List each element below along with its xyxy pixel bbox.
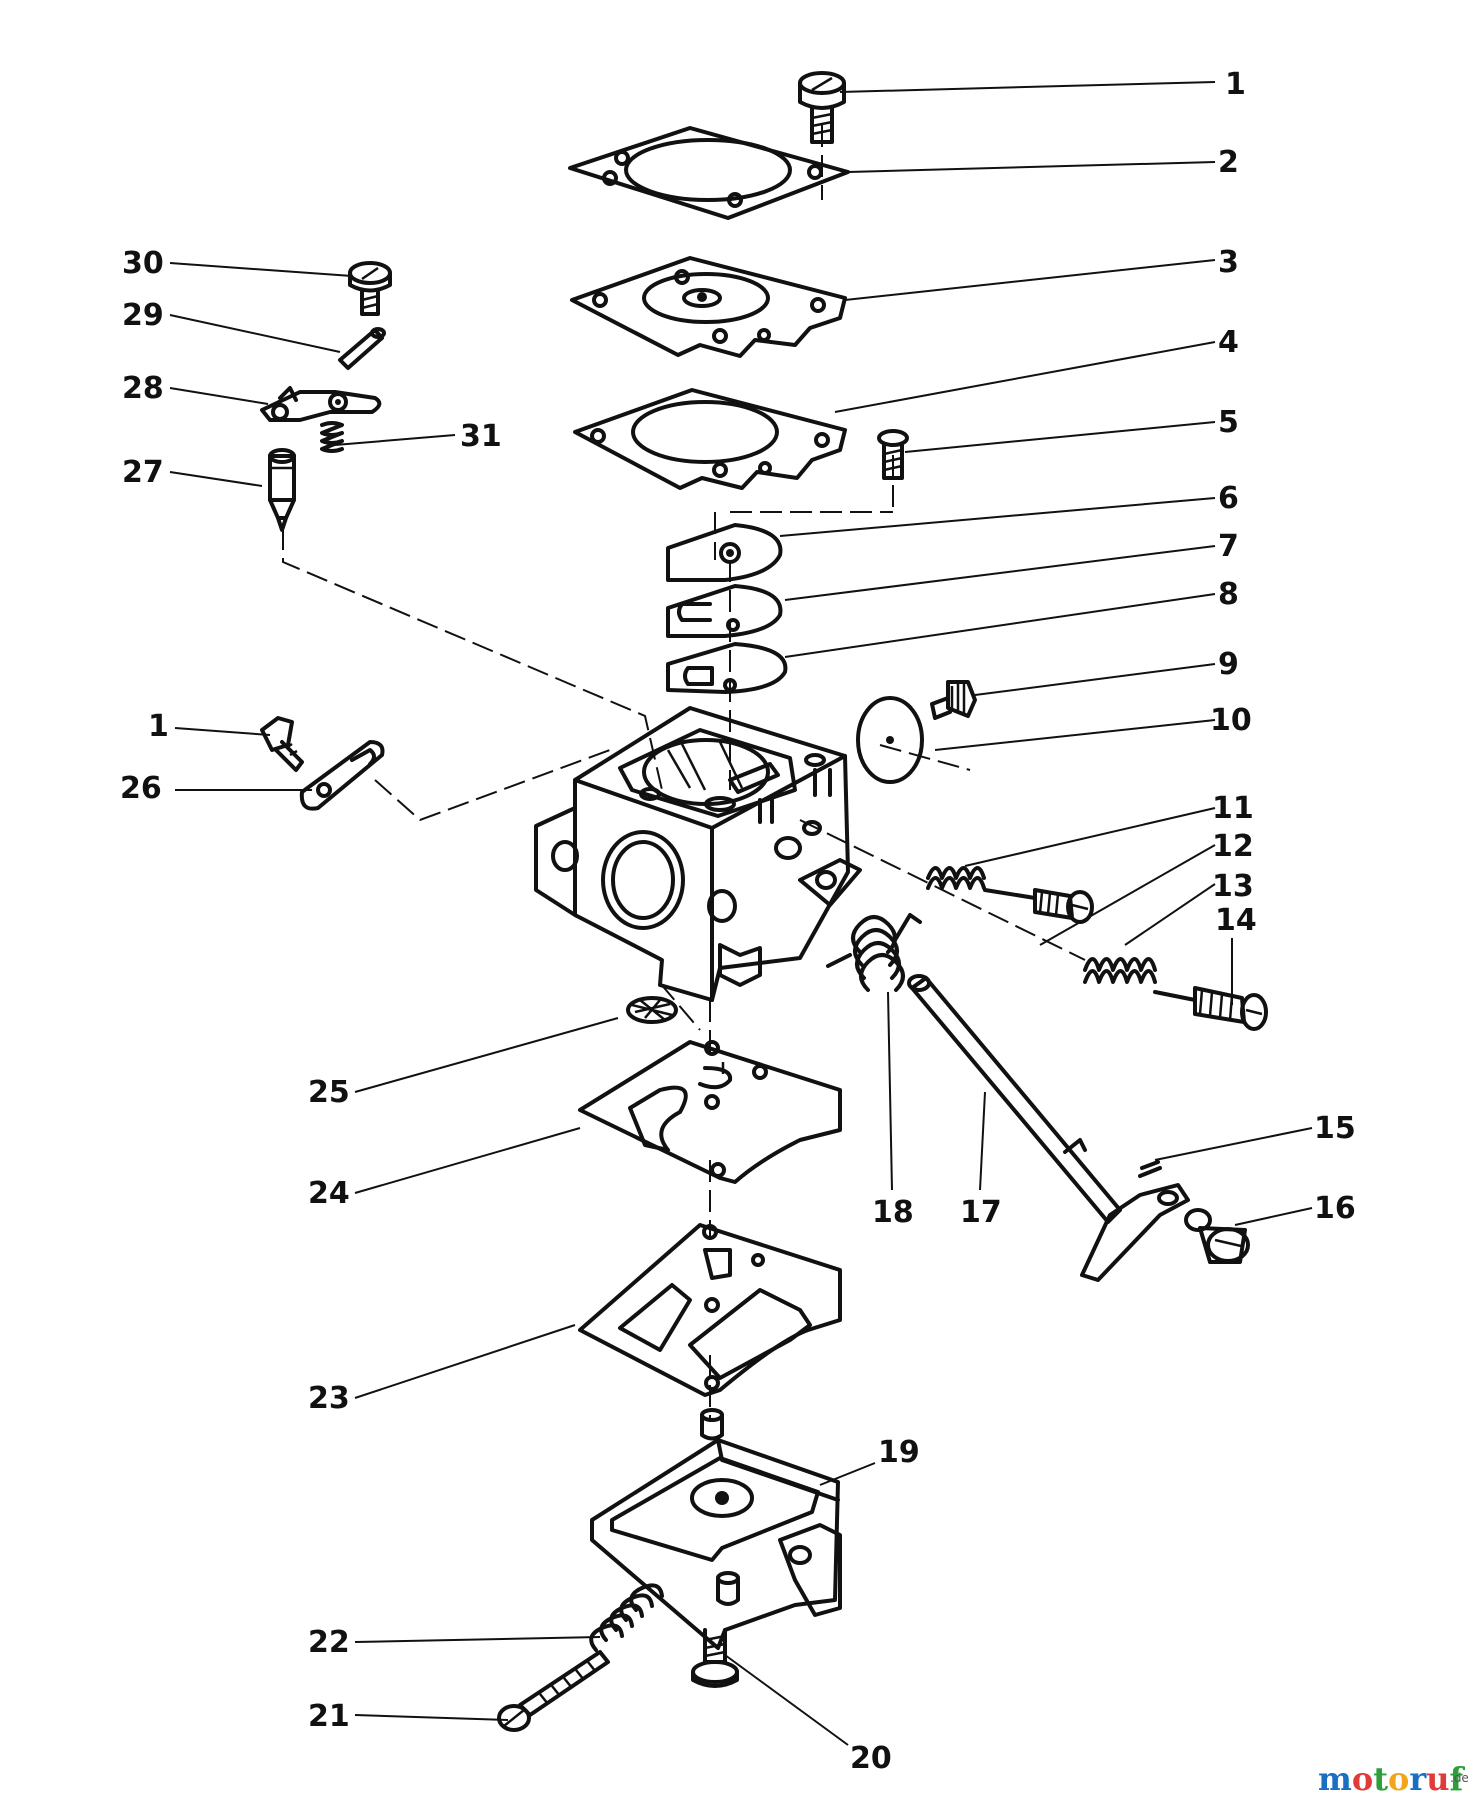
callout-3: 3 <box>1218 245 1239 280</box>
throttle-shaft <box>907 974 1190 1282</box>
callout-1-top: 1 <box>1225 67 1246 102</box>
callout-25: 25 <box>308 1075 350 1110</box>
callout-29: 29 <box>122 298 164 333</box>
callout-31: 31 <box>460 419 502 454</box>
callout-16: 16 <box>1314 1191 1356 1226</box>
callout-4: 4 <box>1218 325 1239 360</box>
diaphragm-cover <box>590 1408 842 1650</box>
inlet-lever <box>260 386 382 422</box>
callout-14: 14 <box>1215 903 1257 938</box>
callout-18: 18 <box>872 1195 914 1230</box>
lever-screw <box>348 261 392 316</box>
main-needle-screw <box>1153 986 1268 1031</box>
lever-pin <box>338 327 386 370</box>
link-plate <box>299 740 385 811</box>
watermark-letter-o1: o <box>1352 1760 1373 1798</box>
callout-21: 21 <box>308 1699 350 1734</box>
lever-plate <box>666 584 783 638</box>
watermark-suffix: .de <box>1450 1771 1469 1785</box>
metering-diaphragm <box>578 1040 842 1184</box>
watermark-letter-t: t <box>1373 1760 1388 1798</box>
callout-8: 8 <box>1218 577 1239 612</box>
callout-12: 12 <box>1212 829 1254 864</box>
plug-screw <box>930 680 977 720</box>
motoruf-watermark: motoruf .de <box>1318 1760 1469 1798</box>
metering-gasket <box>578 1223 842 1397</box>
throttle-spring <box>826 913 922 992</box>
cover-plate <box>568 126 850 220</box>
callout-11: 11 <box>1212 791 1254 826</box>
top-cover-screw <box>798 71 846 144</box>
callout-6: 6 <box>1218 481 1239 516</box>
adjust-screw <box>497 1650 610 1732</box>
callout-20: 20 <box>850 1741 892 1776</box>
leader-lines <box>169 81 1313 1746</box>
watermark-letter-o2: o <box>1388 1760 1409 1798</box>
link-screw <box>260 716 304 772</box>
swivel-screw <box>1184 1208 1250 1264</box>
callout-23: 23 <box>308 1381 350 1416</box>
needle-spring-2 <box>1083 957 1157 984</box>
metering-lever <box>666 523 783 582</box>
watermark-letter-r: r <box>1409 1760 1427 1798</box>
callout-labels: 1 2 3 4 5 6 7 8 9 10 11 12 13 14 15 16 1… <box>120 67 1356 1776</box>
carburetor-body <box>534 706 862 1002</box>
cover-screw <box>691 1628 739 1688</box>
callout-5: 5 <box>1218 405 1239 440</box>
retainer-screw <box>877 429 909 480</box>
shaft-clip <box>1138 1160 1162 1178</box>
callout-7: 7 <box>1218 529 1239 564</box>
callout-2: 2 <box>1218 145 1239 180</box>
callout-27: 27 <box>122 455 164 490</box>
watermark-letter-m: m <box>1318 1760 1352 1798</box>
inlet-needle <box>268 448 296 532</box>
watermark-letter-f: f <box>1449 1760 1465 1798</box>
lever-spring <box>320 421 344 453</box>
callout-19: 19 <box>878 1435 920 1470</box>
callout-9: 9 <box>1218 647 1239 682</box>
svg-text:motoruf: motoruf <box>1318 1760 1465 1798</box>
callout-10: 10 <box>1210 703 1252 738</box>
needle-spring-1 <box>926 866 986 890</box>
pump-diaphragm <box>570 256 847 358</box>
pump-gasket <box>573 388 847 490</box>
spacer-plate <box>666 642 788 694</box>
callout-24: 24 <box>308 1176 350 1211</box>
callout-22: 22 <box>308 1625 350 1660</box>
inlet-screen <box>626 996 678 1024</box>
callout-26: 26 <box>120 771 162 806</box>
callout-15: 15 <box>1314 1111 1356 1146</box>
welch-plug <box>856 696 924 784</box>
callout-28: 28 <box>122 371 164 406</box>
callout-17: 17 <box>960 1195 1002 1230</box>
idle-needle-screw <box>983 888 1094 924</box>
callout-1-left: 1 <box>148 709 169 744</box>
callout-13: 13 <box>1212 869 1254 904</box>
callout-30: 30 <box>122 246 164 281</box>
watermark-letter-u: u <box>1426 1760 1449 1798</box>
adjust-spring <box>589 1583 664 1652</box>
